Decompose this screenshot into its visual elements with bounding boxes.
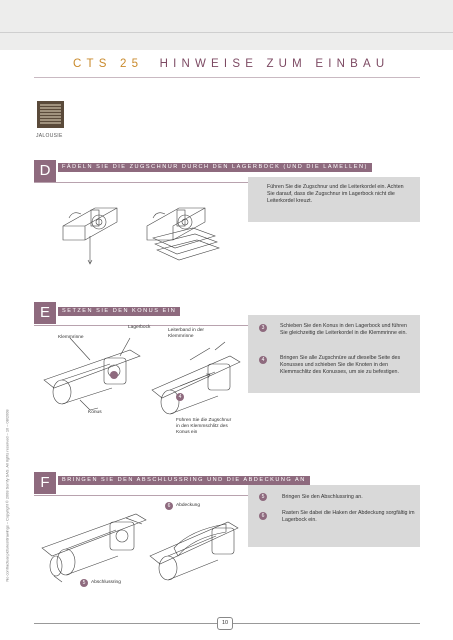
copyright-side-text: No contractual pictures/drawings – Copyr… — [4, 409, 10, 582]
header-rule — [0, 32, 453, 33]
abdeckung-marker: 6 — [165, 502, 173, 510]
title-rest: HINWEISE ZUM EINBAU — [159, 58, 390, 70]
section-e-rule — [34, 325, 420, 326]
step-number: 3 — [259, 324, 267, 332]
page-title: CTS 25 HINWEISE ZUM EINBAU — [73, 58, 389, 70]
title-rule — [34, 77, 420, 78]
section-d-letter: D — [34, 160, 56, 182]
header-band — [0, 0, 453, 50]
section-f-note-box — [248, 485, 420, 547]
venetian-blind-icon — [37, 101, 64, 128]
label-zugschnur: Führen Sie die Zugschnur in den Klemmsch… — [176, 418, 232, 435]
section-f-step-5: Bringen Sie den Abschlussring an. — [282, 494, 363, 500]
section-f-step-6: Rasten Sie dabei die Haken der Abdeckung… — [282, 510, 415, 523]
section-f-rule — [34, 495, 420, 496]
section-e-letter: E — [34, 302, 56, 324]
section-d-illustration — [62, 207, 220, 265]
section-e-heading: SETZEN SIE DEN KONUS EIN — [58, 307, 181, 316]
section-e-note-box — [248, 315, 420, 393]
step-number: 6 — [259, 512, 267, 520]
section-f-heading: BRINGEN SIE DEN ABSCHLUSSRING UND DIE AB… — [58, 476, 310, 485]
section-d-heading: FÄDELN SIE DIE ZUGSCHNUR DURCH DEN LAGER… — [58, 163, 372, 172]
label-lagerbock: Lagerbock — [128, 325, 151, 330]
section-e-step-3: Schieben Sie den Konus in den Lagerbock … — [280, 323, 407, 336]
abschlussring-marker: 5 — [80, 579, 88, 587]
label-leiterband: Leiterband in der Klemmrinne — [168, 328, 205, 339]
step-number: 4 — [259, 356, 267, 364]
label-klemmrinne: Klemmrinne — [58, 335, 84, 340]
label-konus: Konus — [88, 410, 102, 415]
section-e-step-4: Bringen Sie alle Zugschnüre auf dieselbe… — [280, 355, 401, 375]
title-model: CTS 25 — [73, 58, 144, 70]
label-abschlussring: Abschlussring — [91, 580, 121, 585]
illustration-marker: 4 — [176, 393, 184, 401]
section-d-rule — [34, 182, 420, 183]
section-d-text: Führen Sie die Zugschnur und die Leiterk… — [267, 184, 404, 204]
section-f-illustration — [41, 513, 239, 583]
section-e-illustration — [43, 337, 241, 415]
page-number: 10 — [217, 617, 233, 630]
section-d-note-box — [248, 177, 420, 222]
label-abdeckung: Abdeckung — [176, 503, 201, 508]
product-label: JALOUSIE — [36, 133, 63, 139]
step-number: 5 — [259, 493, 267, 501]
section-f-letter: F — [34, 472, 56, 494]
